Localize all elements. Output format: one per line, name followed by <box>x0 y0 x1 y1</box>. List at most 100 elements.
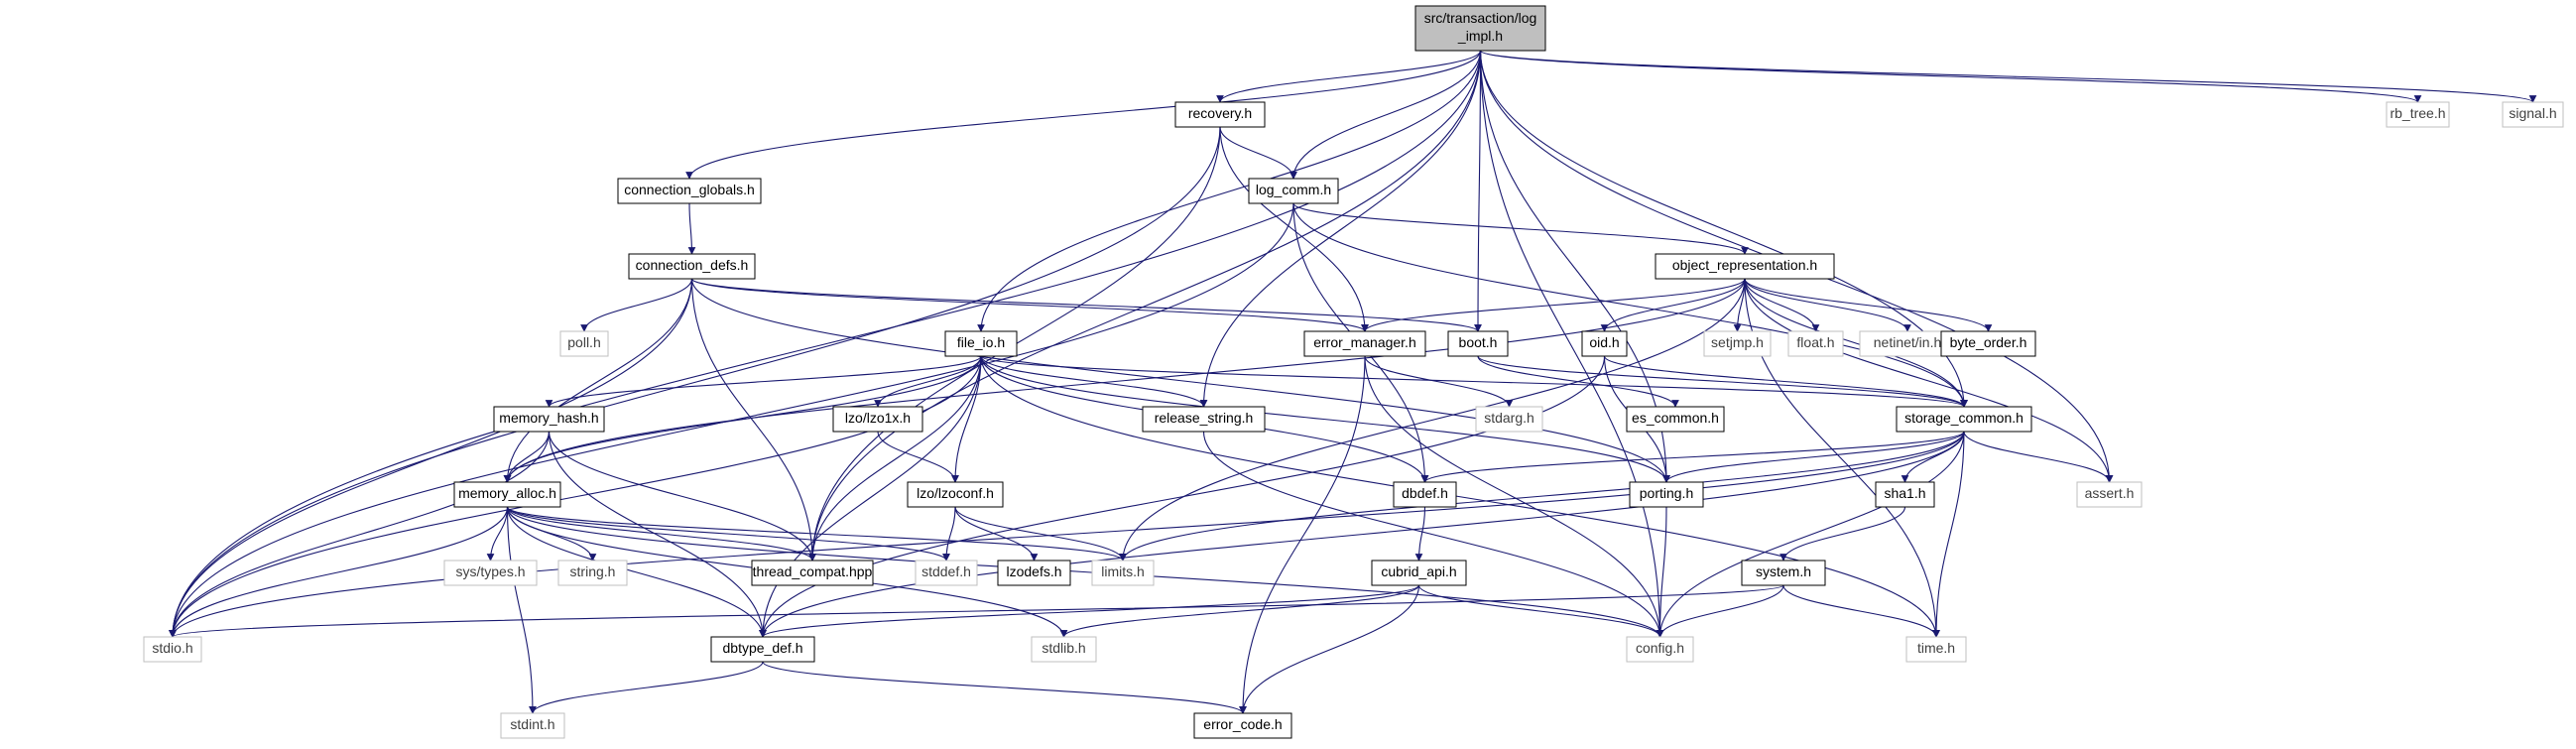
node-stdint: stdint.h <box>500 712 565 739</box>
node-log-comm[interactable]: log_comm.h <box>1248 178 1339 204</box>
node-oid[interactable]: oid.h <box>1581 330 1628 357</box>
node-label: time.h <box>1917 640 1955 656</box>
edge-file_io-to-porting <box>980 355 1670 483</box>
node-label: string.h <box>570 563 616 579</box>
node-box <box>915 560 978 586</box>
edge-release_string-to-config <box>1202 431 1664 638</box>
node-box <box>1447 330 1509 357</box>
node-box <box>2502 101 2564 128</box>
edge-cubrid_api-to-dbtype_def <box>759 584 1420 638</box>
node-dbtype-def[interactable]: dbtype_def.h <box>710 636 815 663</box>
node-label: stdarg.h <box>1484 410 1534 426</box>
node-box <box>710 636 815 663</box>
edge-memory_hash-to-stdio <box>169 431 551 638</box>
node-lzoconf[interactable]: lzo/lzoconf.h <box>907 481 1004 508</box>
edge-porting-to-config <box>1656 506 1667 638</box>
node-root[interactable]: src/transaction/log_impl.h <box>1414 5 1546 52</box>
edge-file_io-to-lzoconf <box>951 355 982 483</box>
edge-connection_defs-to-stdio <box>169 278 693 638</box>
node-label: limits.h <box>1101 563 1145 579</box>
node-stdarg: stdarg.h <box>1475 406 1543 433</box>
node-recovery[interactable]: recovery.h <box>1174 101 1266 128</box>
node-memory-alloc[interactable]: memory_alloc.h <box>453 481 561 508</box>
edge-storage_common-to-time <box>1932 431 1965 638</box>
node-release-string[interactable]: release_string.h <box>1142 406 1266 433</box>
node-label: connection_defs.h <box>636 257 749 273</box>
node-box <box>1896 406 2032 433</box>
edge-system-to-time <box>1782 584 1940 638</box>
edge-connection_defs-to-boot <box>690 278 1482 332</box>
node-porting[interactable]: porting.h <box>1629 481 1704 508</box>
edge-root-to-boot <box>1474 50 1482 332</box>
edge-connection_defs-to-poll <box>580 278 693 332</box>
edge-memory_alloc-to-stdio <box>169 506 509 638</box>
node-box <box>1303 330 1426 357</box>
node-box <box>443 560 538 586</box>
node-label: error_manager.h <box>1313 334 1416 350</box>
edge-error_manager-to-error_code <box>1239 355 1366 714</box>
edge-memory_alloc-to-stddef <box>506 506 950 562</box>
edge-memory_alloc-to-config <box>506 506 1664 638</box>
node-box <box>1142 406 1266 433</box>
node-label: dbtype_def.h <box>723 640 803 656</box>
edge-cubrid_api-to-config <box>1417 584 1664 638</box>
node-box <box>143 636 202 663</box>
node-label: lzo/lzoconf.h <box>917 485 994 501</box>
node-label: netinet/in.h <box>1874 334 1942 350</box>
edge-object_representation-to-storage_common <box>1744 278 1968 408</box>
node-cubrid-api[interactable]: cubrid_api.h <box>1371 560 1467 586</box>
node-box <box>1581 330 1628 357</box>
edge-log_comm-to-object_representation <box>1292 202 1749 255</box>
node-error-manager[interactable]: error_manager.h <box>1303 330 1426 357</box>
edge-connection_defs-to-thread_compat <box>690 278 816 562</box>
node-error-code[interactable]: error_code.h <box>1193 712 1292 739</box>
node-label: rb_tree.h <box>2390 105 2445 121</box>
edge-file_io-to-time <box>980 355 1940 638</box>
node-box <box>453 481 561 508</box>
node-storage-common[interactable]: storage_common.h <box>1896 406 2032 433</box>
node-thread-compat[interactable]: thread_compat.hpp <box>751 560 874 586</box>
node-object-representation[interactable]: object_representation.h <box>1655 253 1835 280</box>
edge-object_representation-to-error_manager <box>1361 278 1746 332</box>
edge-root-to-thread_compat <box>808 50 1482 562</box>
edge-boot-to-storage_common <box>1477 355 1968 408</box>
edge-root-to-connection_globals <box>685 50 1482 180</box>
node-stdio: stdio.h <box>143 636 202 663</box>
node-label: cubrid_api.h <box>1381 563 1456 579</box>
node-box <box>559 330 609 357</box>
edge-connection_globals-to-connection_defs <box>687 202 696 255</box>
node-connection-defs[interactable]: connection_defs.h <box>628 253 756 280</box>
node-lzodefs[interactable]: lzodefs.h <box>997 560 1071 586</box>
node-label: storage_common.h <box>1904 410 2024 426</box>
node-box <box>1875 481 1935 508</box>
node-box <box>1905 636 1967 663</box>
node-stddef: stddef.h <box>915 560 978 586</box>
edge-system-to-stdio <box>169 584 1784 638</box>
node-label: src/transaction/log <box>1424 10 1537 26</box>
node-byte-order[interactable]: byte_order.h <box>1940 330 2036 357</box>
node-boot[interactable]: boot.h <box>1447 330 1509 357</box>
node-es-common[interactable]: es_common.h <box>1626 406 1725 433</box>
node-sha1[interactable]: sha1.h <box>1875 481 1935 508</box>
node-label: assert.h <box>2085 485 2135 501</box>
node-label: stdlib.h <box>1042 640 1085 656</box>
node-memory-hash[interactable]: memory_hash.h <box>493 406 605 433</box>
edge-system-to-config <box>1656 584 1784 638</box>
node-lzo1x[interactable]: lzo/lzo1x.h <box>832 406 923 433</box>
node-setjmp: setjmp.h <box>1703 330 1772 357</box>
node-file-io[interactable]: file_io.h <box>944 330 1018 357</box>
node-dbdef[interactable]: dbdef.h <box>1393 481 1457 508</box>
node-connection-globals[interactable]: connection_globals.h <box>617 178 762 204</box>
node-box <box>2386 101 2450 128</box>
node-box <box>617 178 762 204</box>
edge-root-to-file_io <box>977 50 1482 332</box>
node-box <box>907 481 1004 508</box>
edge-file_io-to-lzo1x <box>874 355 982 408</box>
nodes-layer: src/transaction/log_impl.h recovery.h rb_t… <box>143 5 2564 739</box>
edge-recovery-to-error_manager <box>1219 126 1369 332</box>
edge-connection_defs-to-porting <box>690 278 1670 483</box>
node-system[interactable]: system.h <box>1741 560 1826 586</box>
node-label: sys/types.h <box>455 563 525 579</box>
node-rb-tree: rb_tree.h <box>2386 101 2450 128</box>
